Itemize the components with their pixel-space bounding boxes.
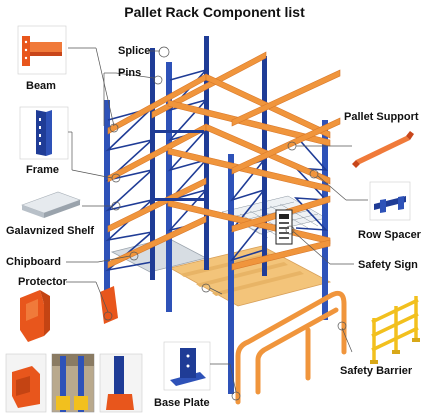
label-row-spacer: Row Spacer (358, 229, 421, 241)
label-safety-barrier: Safety Barrier (340, 365, 412, 377)
label-chipboard: Chipboard (6, 256, 61, 268)
frame-thumbnail (20, 107, 68, 159)
protector-photo-1 (6, 354, 46, 412)
label-safety-sign: Safety Sign (358, 259, 418, 271)
beam-thumbnail (18, 26, 66, 74)
protector-photo-2 (52, 354, 94, 412)
rack-beams (108, 52, 340, 270)
label-protector: Protector (18, 276, 67, 288)
label-frame: Frame (26, 164, 59, 176)
rack-protector (100, 286, 118, 324)
label-beam: Beam (26, 80, 56, 92)
label-galvanized-shelf: Galavnized Shelf (6, 225, 94, 237)
protector-photo-3 (100, 354, 142, 412)
label-pallet-support: Pallet Support (344, 111, 419, 123)
row-spacer-thumbnail (370, 182, 410, 220)
safety-sign (276, 210, 292, 244)
pallet-support-thumbnail (352, 131, 414, 168)
galvanized-shelf-thumbnail (22, 192, 80, 218)
label-base-plate: Base Plate (154, 397, 210, 409)
frame-bracing (108, 70, 326, 270)
label-pins: Pins (118, 67, 141, 79)
label-splice: Splice (118, 45, 150, 57)
base-plate-thumbnail (164, 342, 210, 390)
rack-safety-barrier (238, 293, 344, 402)
protector-thumbnail (20, 290, 50, 342)
